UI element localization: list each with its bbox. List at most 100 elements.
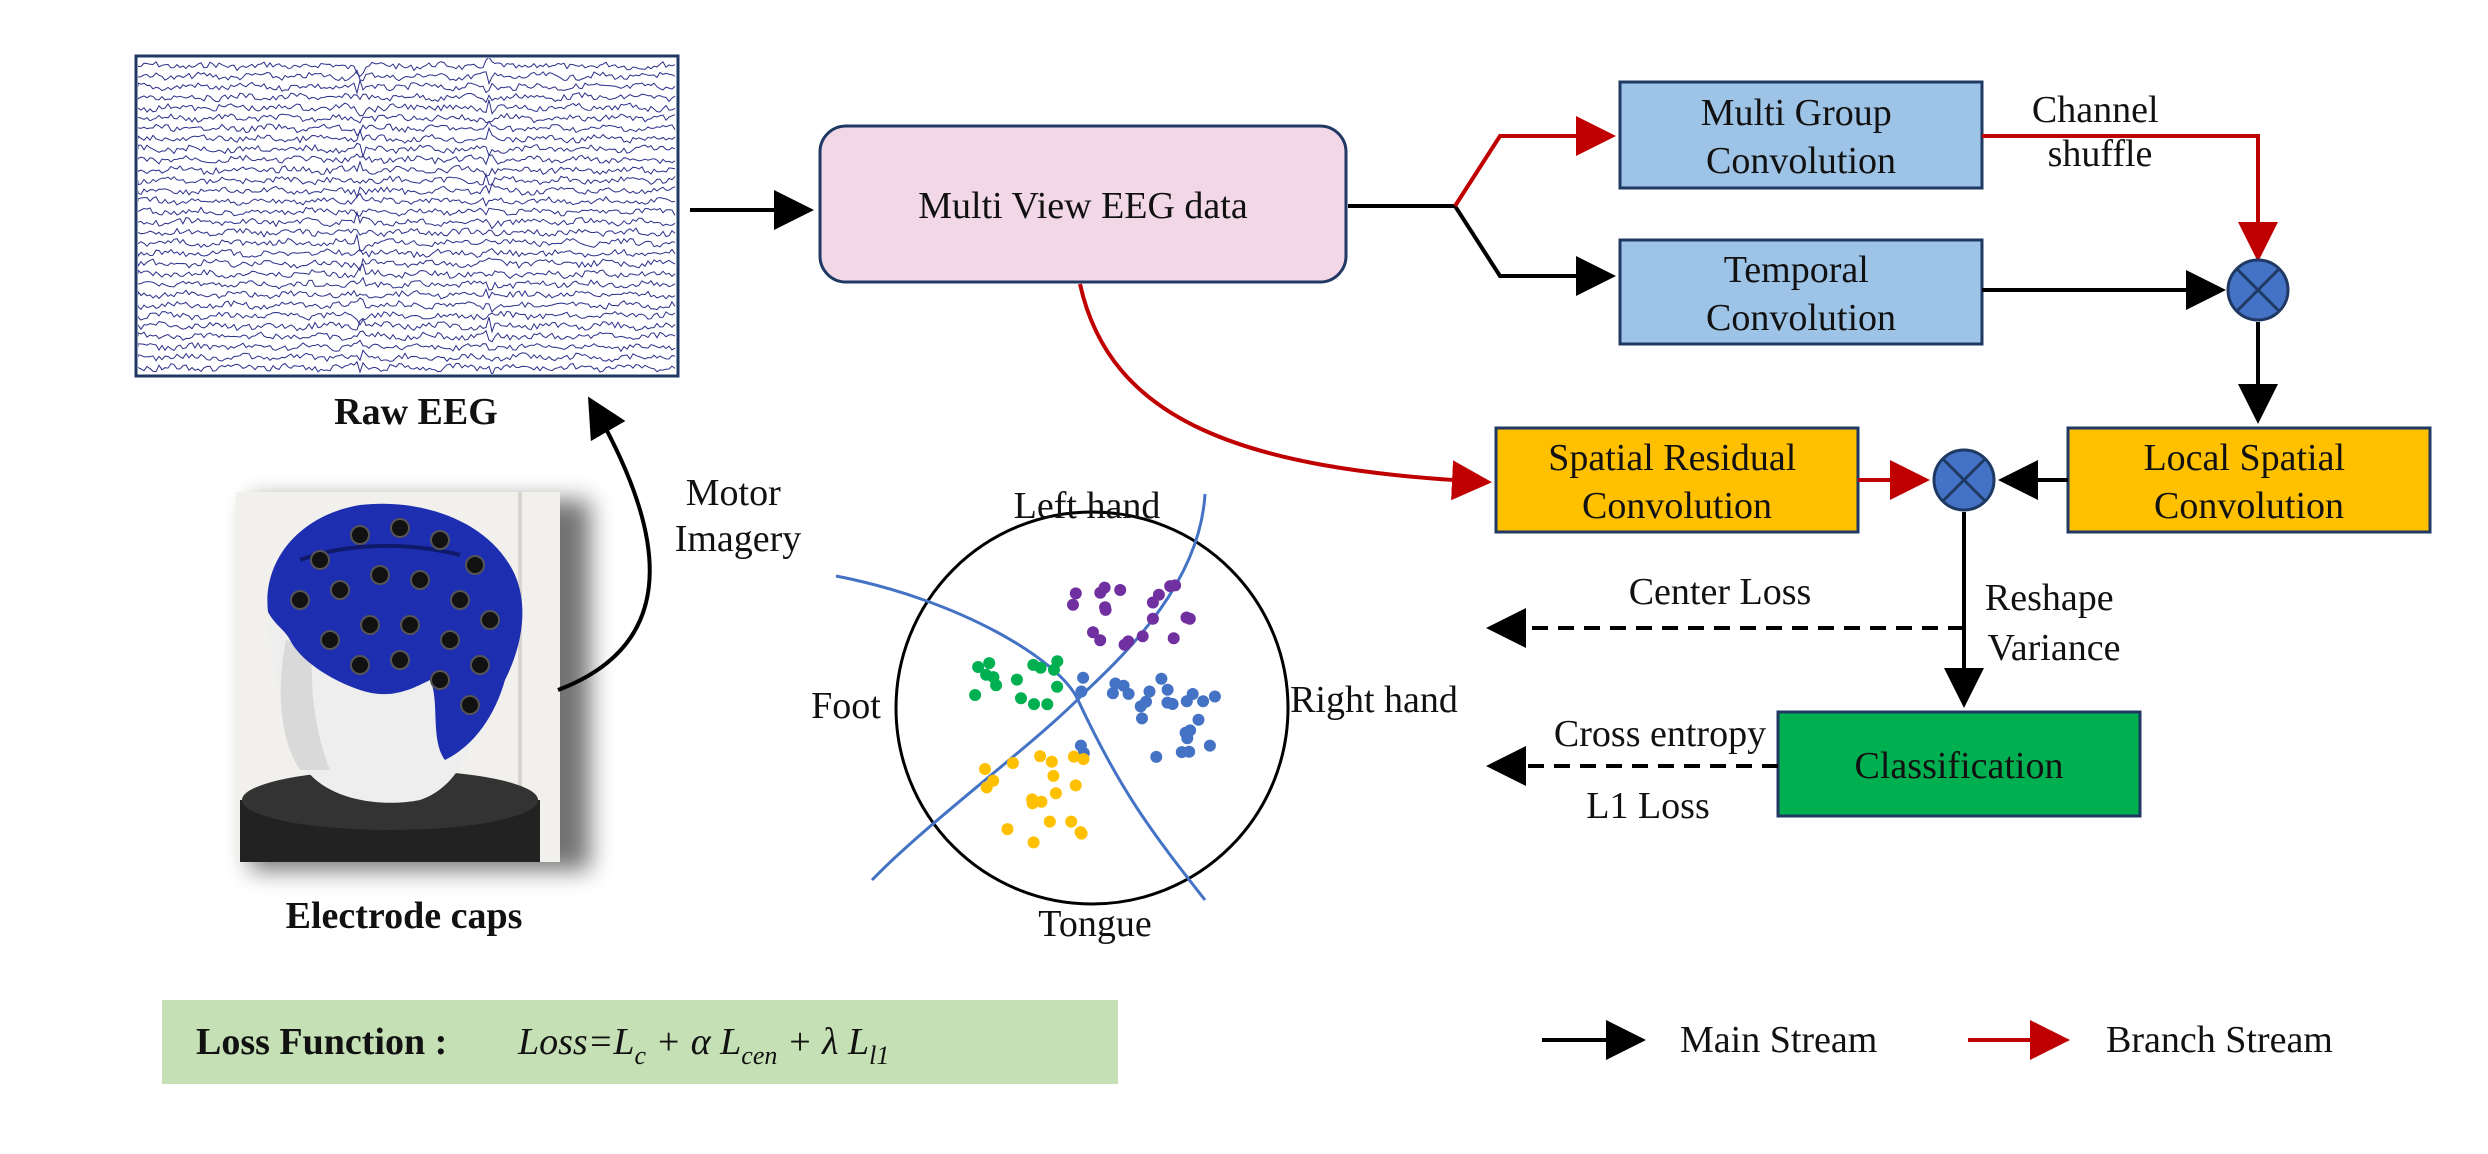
scatter-dot xyxy=(1043,815,1056,828)
eeg-trace xyxy=(138,142,676,159)
scatter-dot xyxy=(972,661,985,673)
scatter-dot xyxy=(1027,658,1040,671)
electrode xyxy=(400,615,420,635)
scatter-dot xyxy=(987,774,1000,787)
scatter-dot xyxy=(1001,823,1014,836)
scatter-dot xyxy=(1051,655,1064,668)
cross-entropy-label: Cross entropy xyxy=(1554,713,1766,755)
eeg-trace xyxy=(138,339,676,353)
eeg-trace xyxy=(138,99,676,117)
electrode xyxy=(390,518,410,538)
scatter-dot xyxy=(1028,698,1040,711)
scatter-dot xyxy=(1047,769,1060,782)
center-loss-label: Center Loss xyxy=(1629,571,1812,613)
multi-view-box xyxy=(818,124,1348,284)
scatter-dot xyxy=(1094,634,1107,647)
scatter-dot xyxy=(1098,581,1111,594)
scatter-dot xyxy=(1192,713,1205,726)
eeg-traces xyxy=(138,58,676,374)
electrode-caps-label: Electrode caps xyxy=(286,895,523,937)
scatter-dot xyxy=(1034,750,1047,763)
multiply-node-bottom xyxy=(1932,448,1996,512)
scatter-dot xyxy=(1006,757,1019,769)
electrode xyxy=(310,550,330,570)
scatter-dot xyxy=(969,689,982,701)
electrode xyxy=(390,650,410,670)
eeg-trace xyxy=(138,297,676,313)
electrode xyxy=(350,525,370,545)
scatter-dot xyxy=(1152,588,1165,601)
eeg-trace xyxy=(138,287,676,300)
scatter-dot xyxy=(1208,690,1221,703)
eeg-trace xyxy=(138,210,676,230)
loss-formula: Loss=Lc + α Lcen + λ Ll1 xyxy=(517,1021,889,1070)
class-scatter xyxy=(835,493,1290,906)
scatter-dot xyxy=(1203,739,1216,752)
electrode xyxy=(360,615,380,635)
legend-branch-label: Branch Stream xyxy=(2106,1019,2333,1061)
scatter-dot xyxy=(1067,750,1080,763)
eeg-trace xyxy=(138,349,676,363)
eeg-trace xyxy=(138,247,676,259)
electrode xyxy=(450,590,470,610)
classification-label: Classification xyxy=(1855,745,2064,787)
multiview-to-spatial-residual-arrow xyxy=(1078,283,1492,501)
scatter-dot xyxy=(1010,673,1023,686)
scatter-dot xyxy=(1065,815,1078,828)
electrode xyxy=(370,565,390,585)
electrode xyxy=(470,655,490,675)
electrode xyxy=(320,630,340,650)
raw-eeg-panel xyxy=(134,54,680,378)
scatter-dot xyxy=(1140,695,1152,708)
scatter-dot xyxy=(1075,685,1088,698)
electrode xyxy=(460,695,480,715)
local-spatial-conv-label: Local Spatial Convolution xyxy=(2143,437,2354,527)
scatter-dot xyxy=(1045,755,1058,768)
eeg-trace xyxy=(138,192,676,207)
loss-function-panel xyxy=(162,1000,1118,1084)
scatter-dot xyxy=(1077,671,1090,684)
scatter-dot xyxy=(1167,632,1180,645)
multi-group-conv-box xyxy=(1618,80,1984,190)
scatter-dot xyxy=(980,668,993,681)
electrode xyxy=(290,590,310,610)
scatter-dot xyxy=(1015,692,1027,705)
eeg-trace xyxy=(138,69,676,85)
scatter-dot xyxy=(1118,638,1131,651)
scatter-dot xyxy=(990,679,1003,692)
scatter-dot xyxy=(1180,611,1193,624)
scatter-dot xyxy=(1077,753,1090,766)
scatter-dot xyxy=(1069,779,1082,792)
scatter-dot xyxy=(1117,679,1130,692)
eeg-trace xyxy=(138,120,676,137)
scatter-dot xyxy=(1041,698,1054,711)
eeg-trace xyxy=(138,126,676,144)
eeg-trace xyxy=(138,78,676,96)
temporal-conv-box xyxy=(1618,238,1984,346)
electrode-cap-image xyxy=(236,492,590,870)
scatter-dot xyxy=(1136,630,1149,643)
eeg-trace xyxy=(138,172,676,186)
cap-electrodes xyxy=(290,518,500,715)
eeg-trace xyxy=(138,360,676,374)
scatter-dot xyxy=(1155,672,1168,685)
motor-imagery-arrow xyxy=(557,396,652,692)
scatter-dot xyxy=(1146,612,1159,625)
eeg-trace xyxy=(138,316,676,334)
eeg-trace xyxy=(138,310,676,326)
electrode xyxy=(330,580,350,600)
scatter-dot xyxy=(1049,787,1062,800)
eeg-trace xyxy=(138,227,676,238)
loss-function-label: Loss Function : xyxy=(196,1021,447,1063)
multi-view-label: Multi View EEG data xyxy=(918,185,1248,227)
scatter-dot xyxy=(1067,598,1079,611)
raw-eeg-label: Raw EEG xyxy=(334,391,498,433)
scatter-dot xyxy=(1150,750,1163,763)
scatter-dot xyxy=(1114,584,1127,596)
eeg-trace xyxy=(138,112,676,124)
scatter-dot xyxy=(1169,579,1182,592)
channel-shuffle-arrow xyxy=(1982,134,2278,262)
tongue-label: Tongue xyxy=(1038,903,1151,945)
eeg-trace xyxy=(138,92,676,104)
scatter-dot xyxy=(1035,795,1048,808)
